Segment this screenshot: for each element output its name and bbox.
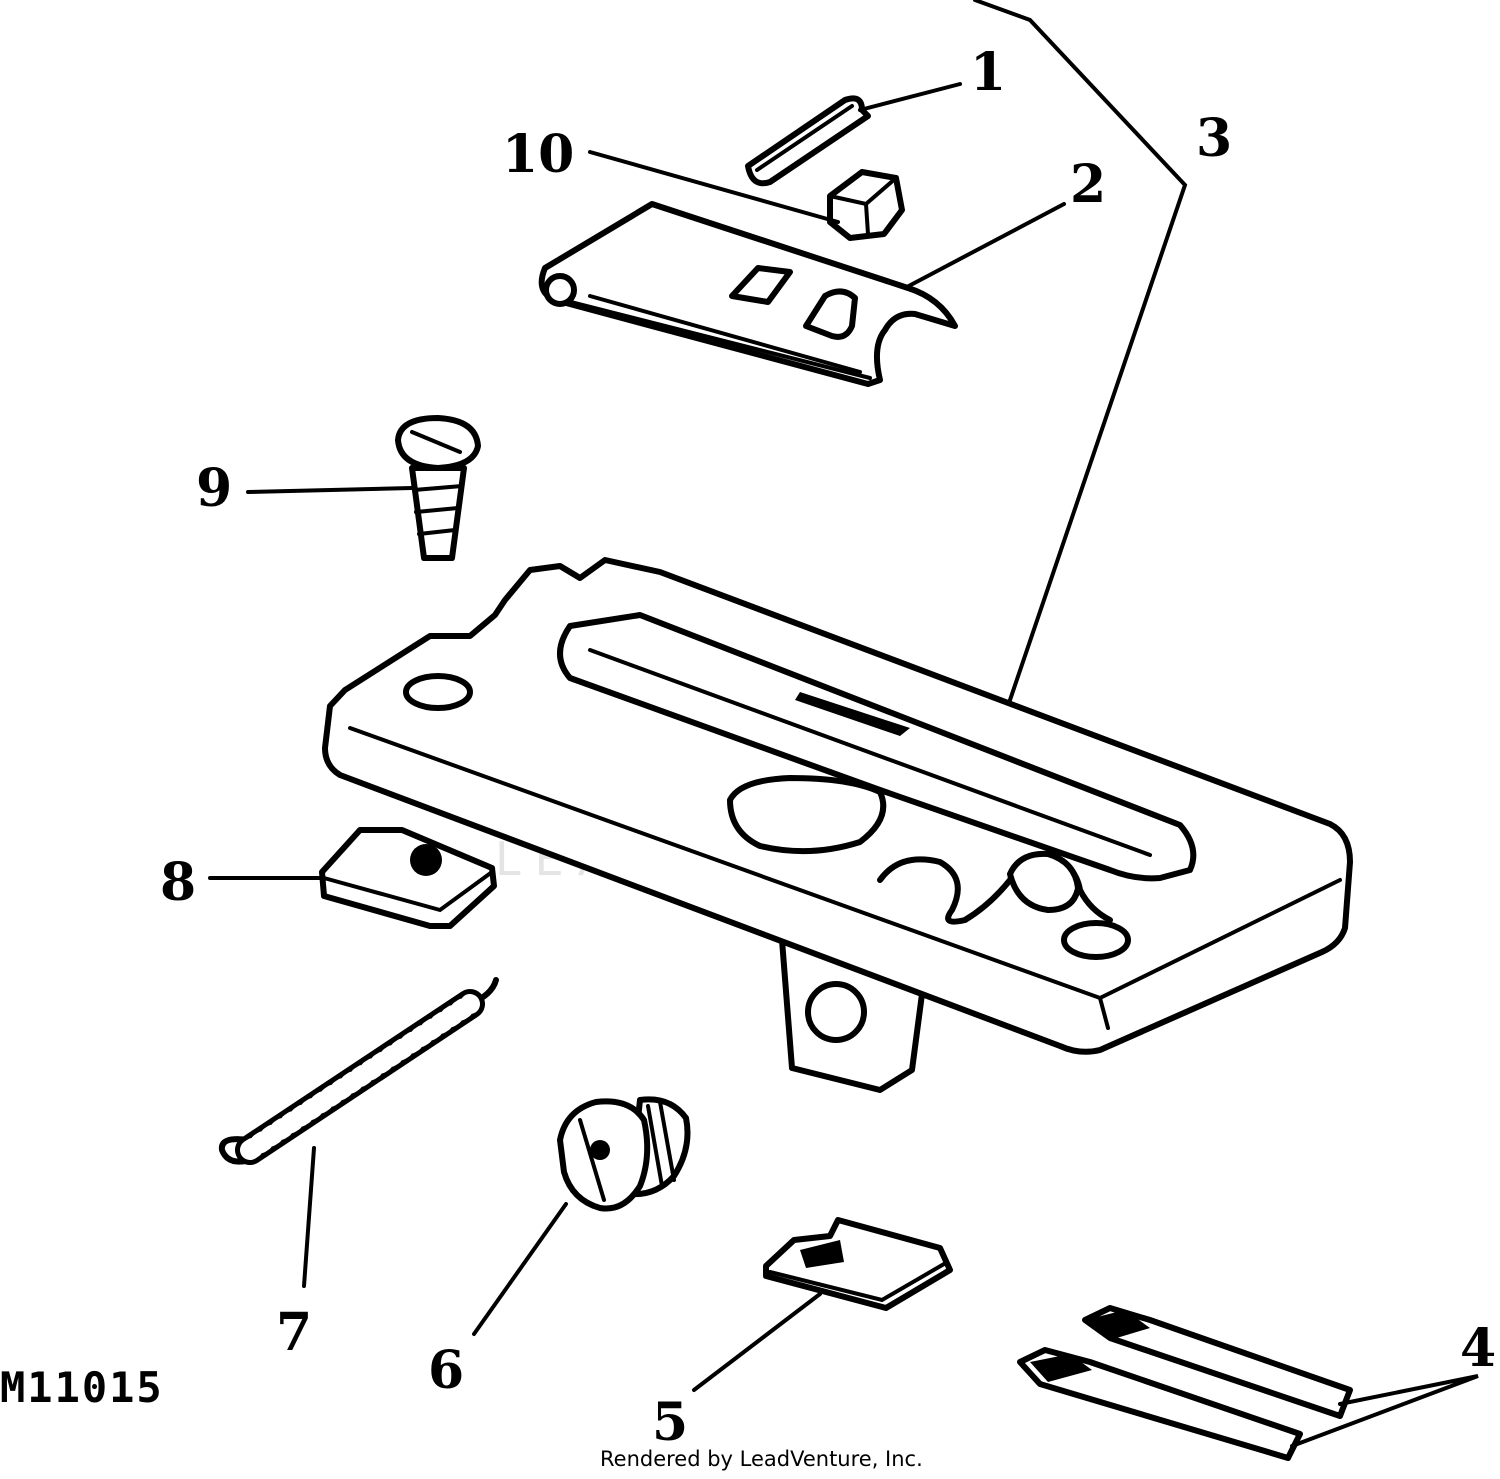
render-credit: Rendered by LeadVenture, Inc. [600,1447,923,1471]
part-4-clips [1017,1305,1353,1461]
part-5-clip [763,1217,953,1311]
part-2-latch [538,201,958,387]
callout-6: 6 [428,1340,464,1401]
callout-7: 7 [276,1302,312,1363]
callout-1: 1 [970,42,1006,103]
part-6-bolt [557,1096,691,1212]
figure-id: M11015 [0,1363,164,1412]
callout-3: 3 [1196,108,1232,169]
part-10-roller [827,169,905,241]
callout-9: 9 [196,458,232,519]
part-3-main-plate [322,557,1353,1093]
part-7-spring [218,977,499,1165]
leader-lines [208,0,1479,1448]
callout-10: 10 [502,124,574,185]
callout-8: 8 [160,852,196,913]
part-8-clip-nut [319,827,497,929]
part-1-pin [745,95,871,187]
callout-4: 4 [1460,1318,1496,1379]
callout-2: 2 [1070,154,1106,215]
part-9-screw [395,415,481,561]
callout-5: 5 [652,1392,688,1453]
